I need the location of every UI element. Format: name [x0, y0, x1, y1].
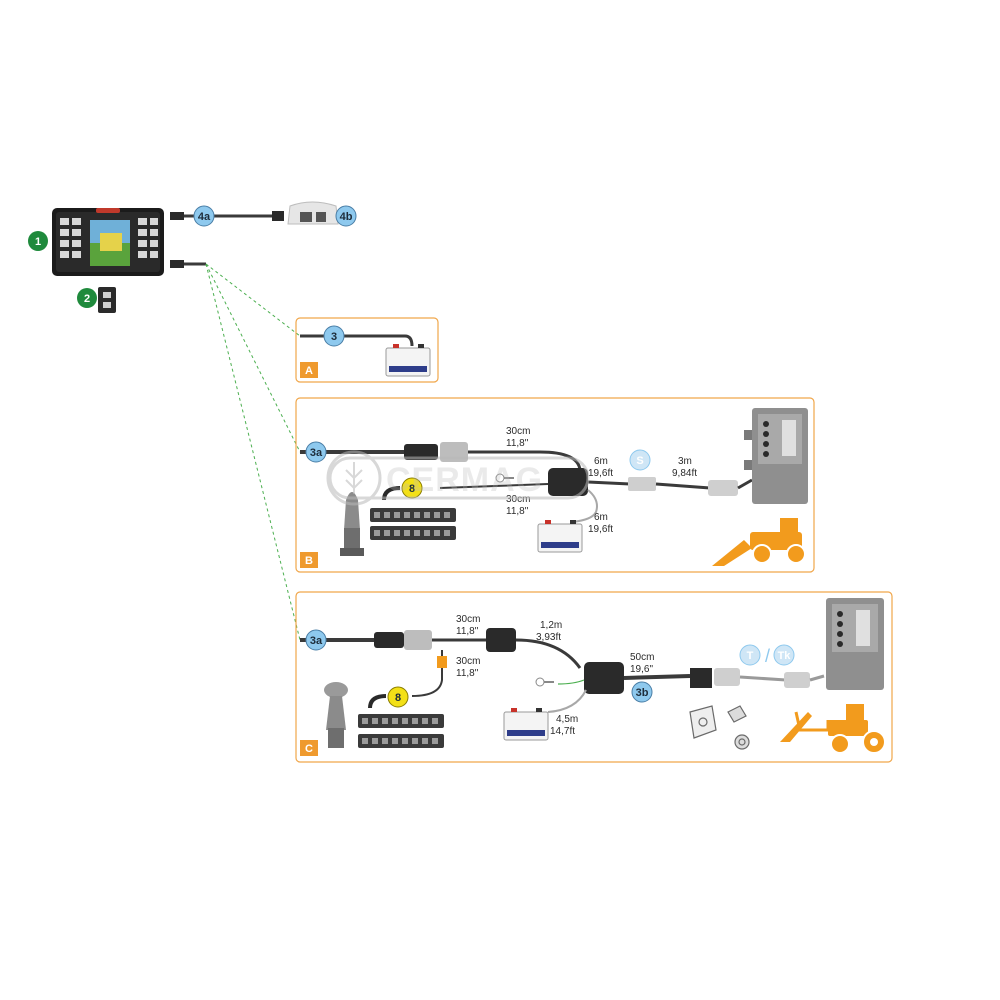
svg-text:11,8": 11,8"	[506, 506, 529, 517]
dashed-connection-lines	[205, 263, 301, 641]
svg-text:4,5m: 4,5m	[556, 714, 578, 725]
svg-text:19,6ft: 19,6ft	[588, 468, 613, 479]
svg-text:3: 3	[331, 331, 337, 343]
svg-text:3m: 3m	[678, 456, 692, 467]
badge-display: 1	[28, 231, 48, 251]
wheel-loader-icon	[712, 518, 806, 566]
mounting-bracket-icon	[689, 705, 750, 750]
keypad-icon-c	[358, 714, 444, 748]
display-terminal-icon	[52, 208, 164, 276]
ignition-key-icon-c	[535, 677, 554, 687]
svg-text:3,93ft: 3,93ft	[536, 632, 561, 643]
badge-cable-a: 3	[323, 325, 345, 347]
svg-text:A: A	[305, 365, 313, 377]
svg-text:6m: 6m	[594, 512, 608, 523]
svg-text:50cm: 50cm	[630, 652, 654, 663]
battery-icon-c	[503, 708, 549, 741]
svg-text:11,8": 11,8"	[456, 626, 479, 637]
badge-gps-antenna: 4b	[335, 205, 357, 227]
badge-connector-tk: Tk	[773, 644, 795, 666]
svg-text:T: T	[747, 650, 754, 662]
badge-switch: 2	[77, 288, 97, 308]
ignition-key-icon	[495, 473, 514, 483]
badge-cable-b: 3a	[305, 441, 327, 463]
ecu-box-icon	[744, 408, 808, 504]
connector-slash: /	[765, 646, 770, 666]
switch-box-icon	[98, 287, 116, 313]
joystick-icon	[340, 492, 364, 556]
battery-icon-b	[537, 520, 583, 553]
svg-text:30cm: 30cm	[456, 614, 480, 625]
svg-text:4b: 4b	[340, 211, 353, 223]
svg-text:CERMAG: CERMAG	[386, 461, 543, 499]
watermark-logo: CERMAG	[326, 450, 590, 506]
svg-text:1,2m: 1,2m	[540, 620, 562, 631]
svg-text:8: 8	[409, 483, 415, 495]
svg-text:11,8": 11,8"	[456, 668, 479, 679]
svg-text:19,6ft: 19,6ft	[588, 524, 613, 535]
svg-text:6m: 6m	[594, 456, 608, 467]
ecu-box-icon-c	[826, 598, 884, 690]
svg-text:30cm: 30cm	[456, 656, 480, 667]
svg-text:3a: 3a	[310, 447, 323, 459]
badge-gps-cable: 4a	[193, 205, 215, 227]
svg-text:14,7ft: 14,7ft	[550, 726, 575, 737]
svg-text:B: B	[305, 555, 313, 567]
joystick-icon-c	[324, 682, 348, 748]
tractor-icon	[780, 704, 886, 754]
svg-text:30cm: 30cm	[506, 426, 530, 437]
svg-text:8: 8	[395, 692, 401, 704]
display-main-connector	[170, 260, 206, 268]
svg-text:3b: 3b	[636, 687, 649, 699]
svg-text:2: 2	[84, 293, 90, 305]
badge-joystick-c: 8	[387, 686, 409, 708]
svg-text:19,6": 19,6"	[630, 664, 653, 675]
section-b: 30cm 11,8" 30cm 11,8" 6m 19,6ft 3m 9,84f…	[295, 397, 815, 573]
badge-connector-s: S	[629, 449, 651, 471]
badge-cable-c: 3a	[305, 629, 327, 651]
svg-text:S: S	[636, 455, 643, 467]
svg-text:9,84ft: 9,84ft	[672, 468, 697, 479]
gps-cable	[170, 211, 284, 221]
badge-cable-c-end: 3b	[631, 681, 653, 703]
svg-text:Tk: Tk	[778, 650, 792, 662]
svg-text:11,8": 11,8"	[506, 438, 529, 449]
svg-text:4a: 4a	[198, 211, 211, 223]
svg-text:3a: 3a	[310, 635, 323, 647]
keypad-icon	[370, 508, 456, 540]
badge-connector-t: T	[739, 644, 761, 666]
section-a: A	[295, 317, 439, 383]
section-c: 30cm 11,8" 1,2m 3,93ft 30cm 11,8" 50cm 1…	[295, 591, 893, 763]
battery-icon	[385, 344, 431, 377]
gps-antenna-icon	[287, 201, 339, 225]
svg-text:C: C	[305, 743, 313, 755]
svg-text:1: 1	[35, 236, 41, 248]
